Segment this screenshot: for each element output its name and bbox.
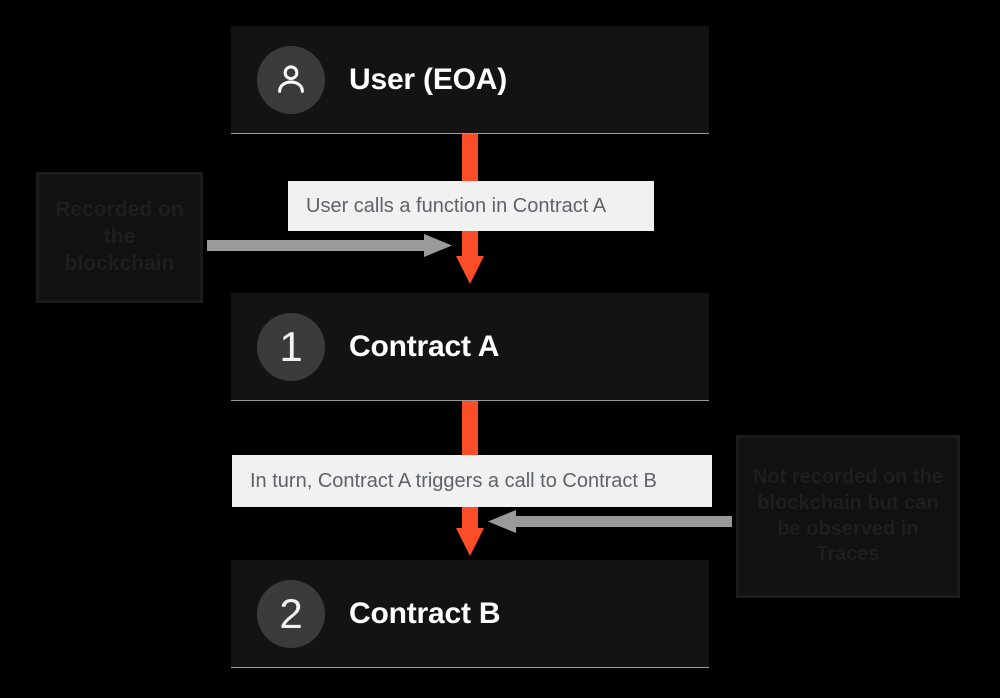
step-number-2: 2	[279, 589, 303, 637]
step-number-badge-2: 2	[257, 579, 325, 648]
step-number-1: 1	[279, 322, 303, 370]
caption-2-text: In turn, Contract A triggers a call to C…	[250, 469, 657, 492]
node-contract-a-label: Contract A	[349, 329, 500, 363]
caption-1-text: User calls a function in Contract A	[306, 194, 607, 217]
arrow-annotation-right-connector	[488, 510, 732, 533]
annotation-not-recorded-on-blockchain: Not recorded on the blockchain but can b…	[736, 435, 960, 598]
caption-user-calls-contract-a: User calls a function in Contract A	[288, 181, 654, 231]
person-icon	[257, 45, 325, 114]
annotation-left-text: Recorded on the blockchain	[55, 198, 184, 275]
node-user[interactable]: User (EOA)	[231, 26, 709, 134]
caption-contract-a-triggers-contract-b: In turn, Contract A triggers a call to C…	[232, 455, 712, 507]
node-contract-b-label: Contract B	[349, 596, 501, 630]
arrow-annotation-left-connector	[207, 234, 452, 257]
node-contract-a[interactable]: 1 Contract A	[231, 293, 709, 401]
annotation-recorded-on-blockchain: Recorded on the blockchain	[36, 172, 203, 303]
annotation-right-text: Not recorded on the blockchain but can b…	[752, 466, 943, 566]
node-contract-b[interactable]: 2 Contract B	[231, 560, 709, 668]
step-number-badge-1: 1	[257, 312, 325, 381]
node-user-label: User (EOA)	[349, 62, 508, 96]
